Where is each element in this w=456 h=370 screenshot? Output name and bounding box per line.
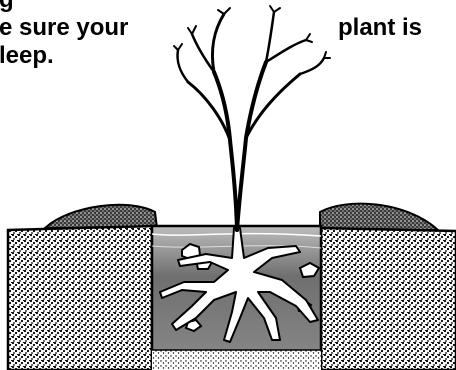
ground-right bbox=[321, 228, 456, 370]
tree-sapling-icon bbox=[174, 6, 330, 230]
ground-left bbox=[8, 226, 152, 370]
